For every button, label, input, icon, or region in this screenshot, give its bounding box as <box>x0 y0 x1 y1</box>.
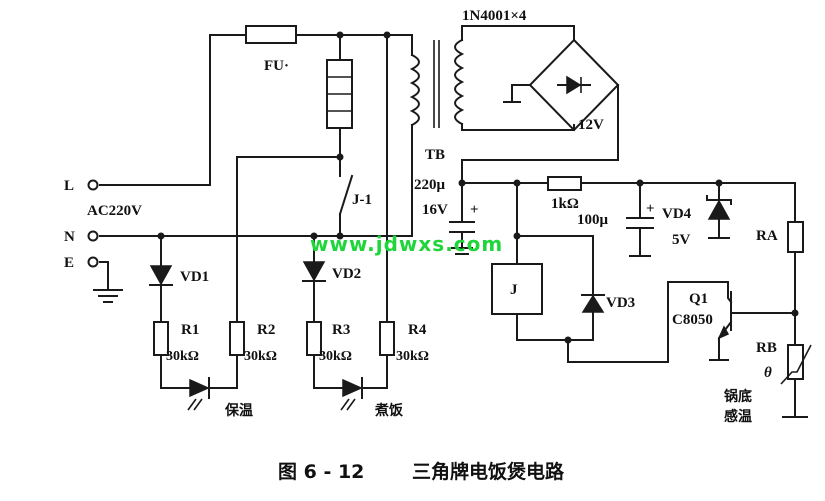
c1-ground-icon <box>451 231 473 255</box>
label-keep-warm: 保温 <box>224 402 253 419</box>
wire-to-r2 <box>236 156 341 323</box>
fuse <box>245 25 297 44</box>
transformer-core <box>433 40 440 128</box>
label-c1-plus: + <box>470 202 479 218</box>
wire-l-line <box>99 34 247 186</box>
transformer-secondary-coil <box>454 38 465 126</box>
label-vd2: VD2 <box>332 266 361 282</box>
label-r2: R2 <box>257 322 275 338</box>
wire-led-r4 <box>361 354 388 389</box>
resistor-r2 <box>229 321 245 356</box>
label-vd3: VD3 <box>606 295 635 311</box>
label-cooking: 煮饭 <box>374 402 404 419</box>
label-vd4: VD4 <box>662 206 692 222</box>
label-r1: R1 <box>181 322 199 338</box>
led-keep-warm-icon <box>189 378 210 398</box>
label-bridge-out: 12V <box>578 117 604 133</box>
terminal-e <box>87 256 99 268</box>
led-cooking-icon <box>342 378 363 398</box>
watermark: www.jdwxs.com <box>310 232 503 256</box>
label-term-e: E <box>64 255 74 271</box>
label-q1-type: C8050 <box>672 312 713 328</box>
relay-contact-blade <box>338 174 354 216</box>
label-vd4-voltage: 5V <box>672 232 691 248</box>
label-fuse: FU· <box>264 58 289 74</box>
vd3-diode-icon <box>581 294 605 313</box>
label-c2-plus: + <box>646 201 655 217</box>
q1-emitter-ground <box>709 320 733 361</box>
resistor-1k <box>547 176 582 191</box>
label-rb: RB <box>756 340 777 356</box>
label-r3: R3 <box>332 322 350 338</box>
wire-vd3-bottom <box>567 311 594 341</box>
wire-bridge-ground <box>511 84 531 103</box>
label-relay: J <box>510 282 518 298</box>
label-r4: R4 <box>408 322 427 338</box>
caption-title: 三角牌电饭煲电路 <box>412 460 565 483</box>
label-source: AC220V <box>87 203 142 219</box>
label-term-l: L <box>64 178 74 194</box>
wire-r3-led <box>313 354 344 389</box>
wire-relay-to-q1 <box>516 281 729 363</box>
label-transformer: TB <box>425 147 445 163</box>
label-relay-contact: J-1 <box>352 192 372 208</box>
label-sensor-line2: 感温 <box>724 408 752 425</box>
wire-bridge-out <box>461 84 619 184</box>
wire-r1-led <box>160 354 191 389</box>
label-r-1k: 1kΩ <box>551 196 579 212</box>
label-r2-value: 30kΩ <box>244 349 277 364</box>
resistor-ra <box>787 221 804 253</box>
led-cooking-rays <box>340 398 356 411</box>
rb-ground-icon <box>782 378 808 418</box>
label-sensor-line1: 锅底 <box>724 388 752 405</box>
label-c1-voltage: 16V <box>422 202 448 218</box>
vd4-diode-icon <box>707 199 731 220</box>
junction <box>336 232 344 240</box>
q1-emitter-arrow-icon <box>717 325 730 340</box>
led-keep-warm-rays <box>187 398 203 411</box>
heater-divisions <box>327 76 352 112</box>
q1-collector <box>727 281 733 304</box>
label-r3-value: 30kΩ <box>319 349 352 364</box>
label-ra: RA <box>756 228 778 244</box>
label-c1-value: 220μ <box>414 177 446 193</box>
bridge-rectifier <box>528 38 620 132</box>
caption-figure-number: 图 6 - 12 <box>278 461 364 483</box>
bridge-diode-icon <box>566 75 582 95</box>
label-theta: θ <box>764 365 772 381</box>
vd1-diode-icon <box>149 265 173 286</box>
wire-led-r2 <box>208 354 238 389</box>
earth-ground-icon <box>93 261 123 303</box>
label-bridge: 1N4001×4 <box>462 8 527 24</box>
transformer-primary-coil <box>409 53 420 127</box>
label-vd1: VD1 <box>180 269 209 285</box>
wire-secondary-bottom <box>461 123 575 131</box>
label-term-n: N <box>64 229 75 245</box>
wire-dc-rail-2 <box>580 182 796 223</box>
vd2-diode-icon <box>302 261 326 282</box>
resistor-r4 <box>379 321 395 356</box>
terminal-n <box>87 230 99 242</box>
label-q1: Q1 <box>689 291 708 307</box>
wire-vd3-top <box>516 235 594 286</box>
wire-secondary-top <box>461 25 575 41</box>
label-c2-value: 100μ <box>577 212 609 228</box>
vd4-ground-icon <box>708 218 730 239</box>
label-r4-value: 30kΩ <box>396 349 429 364</box>
thermistor-slash <box>780 344 812 385</box>
label-r1-value: 30kΩ <box>166 349 199 364</box>
c2-ground-icon <box>629 227 651 257</box>
terminal-l <box>87 179 99 191</box>
